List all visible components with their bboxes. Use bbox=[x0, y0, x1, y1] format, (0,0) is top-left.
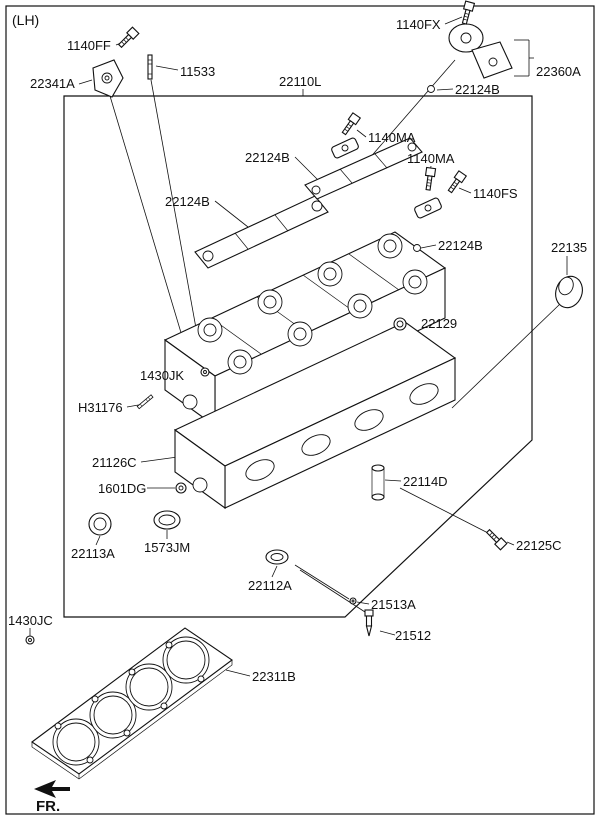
cam-bearing-cap-1 bbox=[331, 137, 359, 159]
cam-carrier-rear bbox=[304, 137, 423, 200]
part-label-11533: 11533 bbox=[180, 64, 216, 79]
head-gasket-22311B bbox=[31, 627, 233, 780]
bracket-22341A bbox=[92, 59, 124, 98]
cylinder-bores bbox=[52, 636, 210, 766]
gasket-bolt-holes bbox=[54, 641, 205, 764]
outer-border bbox=[5, 5, 595, 815]
stud-11533 bbox=[147, 54, 153, 80]
dowel-1601DG bbox=[175, 482, 187, 494]
dowel-1430JC bbox=[25, 635, 35, 645]
cam-bearing-cap-2 bbox=[414, 197, 442, 219]
bolt-1140FS bbox=[445, 170, 467, 195]
part-label-22360A: 22360A bbox=[536, 64, 581, 79]
bolt-1140FF bbox=[116, 26, 140, 50]
assembly-boundary bbox=[63, 95, 533, 618]
seat-21513A bbox=[349, 597, 357, 605]
cam-carrier-front bbox=[194, 195, 329, 269]
bolt-22125C bbox=[484, 527, 508, 551]
part-label-1140FS: 1140FS bbox=[473, 186, 518, 201]
part-label-22114D: 22114D bbox=[403, 474, 448, 489]
seal-ring-22113A bbox=[88, 512, 112, 536]
part-label-1573JM: 1573JM bbox=[144, 540, 191, 555]
part-label-22112A: 22112A bbox=[248, 578, 292, 593]
cup-plug-22135 bbox=[555, 275, 583, 309]
dowel-1430JK bbox=[200, 367, 210, 377]
plug-22129 bbox=[393, 317, 407, 331]
bolt-1140MA-1 bbox=[339, 112, 361, 137]
part-label-22135: 22135 bbox=[551, 240, 588, 255]
tube-22114D bbox=[371, 464, 385, 501]
front-direction-label: FR. bbox=[36, 798, 61, 815]
valve-21512 bbox=[364, 609, 374, 637]
cylinder-head-lower-deck bbox=[173, 321, 457, 510]
part-label-22124B-c: 22124B bbox=[165, 194, 210, 209]
part-label-1140FF: 1140FF bbox=[67, 38, 111, 53]
washer-22124B-a bbox=[427, 85, 435, 93]
part-label-21513A: 21513A bbox=[371, 597, 416, 612]
valve-springs bbox=[197, 233, 428, 375]
bolt-1140MA-2 bbox=[423, 166, 437, 192]
view-label: (LH) bbox=[12, 12, 40, 28]
part-label-1140MA-b: 1140MA bbox=[407, 151, 455, 166]
part-label-22124B-d: 22124B bbox=[438, 238, 483, 253]
part-label-1430JK: 1430JK bbox=[140, 368, 185, 383]
ocv-assembly-22360A bbox=[448, 23, 513, 79]
part-label-21512: 21512 bbox=[395, 628, 432, 643]
washer-22124B-d bbox=[413, 244, 421, 252]
part-label-1430JC: 1430JC bbox=[8, 613, 53, 628]
part-label-H31176: H31176 bbox=[78, 400, 123, 415]
part-label-22124B-b: 22124B bbox=[245, 150, 290, 165]
part-label-1140MA-a: 1140MA bbox=[368, 130, 416, 145]
part-label-22129: 22129 bbox=[421, 316, 458, 331]
bolt-1140FX bbox=[459, 0, 475, 26]
part-label-22110L: 22110L bbox=[279, 74, 322, 89]
part-label-22341A: 22341A bbox=[30, 76, 75, 91]
part-label-21126C: 21126C bbox=[92, 455, 137, 470]
cup-plug-1573JM bbox=[153, 510, 181, 530]
part-label-1601DG: 1601DG bbox=[98, 481, 147, 496]
plug-22112A bbox=[265, 549, 289, 565]
stud-H31176 bbox=[136, 394, 154, 410]
part-label-22124B-a: 22124B bbox=[455, 82, 500, 97]
intake-ports bbox=[245, 383, 439, 481]
part-label-22311B: 22311B bbox=[252, 669, 296, 684]
front-direction-arrow bbox=[34, 780, 70, 798]
part-label-1140FX: 1140FX bbox=[396, 17, 441, 32]
part-label-22113A: 22113A bbox=[71, 546, 115, 561]
part-label-22125C: 22125C bbox=[516, 538, 562, 553]
